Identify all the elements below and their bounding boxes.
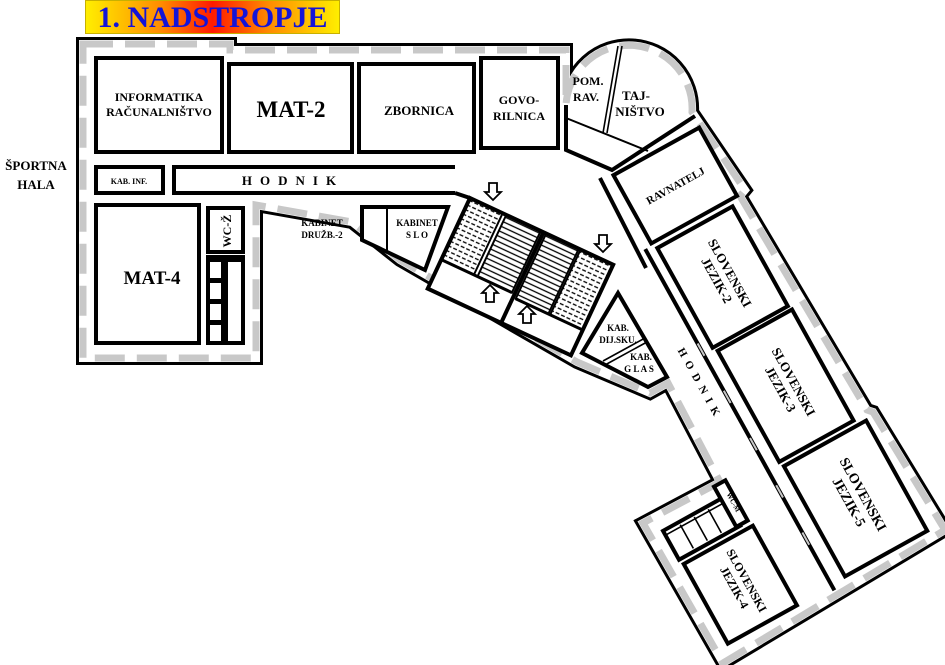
label-taj: TAJ-	[622, 88, 650, 103]
label-nistvo: NIŠTVO	[615, 104, 665, 119]
label-mat-4: MAT-4	[124, 268, 182, 289]
label-kabinet-slo-2: S L O	[406, 230, 428, 240]
room-kab-dij-glas	[579, 289, 670, 390]
room-govorilnica	[479, 56, 560, 150]
label-hodnik: HODNIK	[242, 173, 344, 188]
label-informatika: INFORMATIKA	[115, 90, 204, 104]
tower-divider	[602, 45, 619, 134]
room-kabinet-slo	[360, 205, 451, 273]
room-slovenski-jezik-3	[714, 306, 857, 465]
up-arrow-icon	[479, 283, 501, 303]
room-mat-4	[94, 203, 201, 345]
tower-divider	[565, 117, 649, 152]
label-kab-glas-2: G L A S	[624, 364, 654, 374]
tower-wall	[564, 105, 697, 173]
label-kab-dij-1: KAB.	[607, 323, 629, 333]
room-wc-z	[206, 206, 245, 254]
label-govorilnica-1: GOVO-	[499, 93, 539, 107]
room-mat-2	[227, 62, 354, 154]
wc-stalls	[206, 255, 245, 345]
label-mat-2: MAT-2	[257, 97, 326, 122]
label-zbornica: ZBORNICA	[384, 103, 455, 118]
label-sportna: ŠPORTNA	[5, 158, 67, 173]
room-wc-m	[711, 477, 751, 530]
label-hala: HALA	[17, 177, 55, 192]
stair-wall	[454, 191, 471, 200]
windows	[79, 40, 945, 665]
label-govorilnica-2: RILNICA	[493, 109, 545, 123]
hodnik-corridor	[172, 165, 455, 195]
room-zbornica	[357, 62, 476, 154]
stairwell	[425, 195, 616, 359]
down-arrow-icon	[592, 234, 614, 254]
label-kabinet-druzb-2: DRUŽB.-2	[301, 230, 343, 240]
label-kabinet-druzb-1: KABINET	[301, 218, 343, 228]
room-kab-inf	[94, 165, 165, 195]
label-racunalnistvo: RAČUNALNIŠTVO	[106, 105, 212, 119]
tower-divider	[606, 45, 623, 134]
label-kab-dij-2: DIJ.SKU.	[599, 335, 637, 345]
room-slovenski-jezik-2	[654, 203, 791, 351]
label-wc-z: WC-Ž	[220, 215, 234, 248]
label-kab-inf: KAB. INF.	[111, 177, 147, 186]
east-wing: RAVNATELJ SLOVENSKI JEZIK-2 SLOVENSKI JE…	[610, 124, 930, 647]
room-slovenski-jezik-5	[781, 417, 930, 580]
label-rav: RAV.	[573, 90, 599, 104]
floor-title-banner: 1. NADSTROPJE	[85, 0, 340, 34]
kabinet-divider	[604, 341, 648, 366]
room-ravnatelj	[610, 124, 740, 247]
up-arrow-icon	[516, 304, 538, 324]
down-arrow-icon	[482, 182, 504, 202]
label-pom: POM.	[573, 74, 604, 88]
label-kabinet-slo-1: KABINET	[396, 218, 438, 228]
room-informatika	[94, 56, 224, 154]
kabinet-divider	[602, 337, 646, 362]
label-kab-glas-1: KAB.	[630, 352, 652, 362]
room-slovenski-jezik-4	[680, 522, 800, 647]
wing-corridor-wall	[598, 177, 648, 269]
floor-title: 1. NADSTROPJE	[97, 1, 328, 34]
